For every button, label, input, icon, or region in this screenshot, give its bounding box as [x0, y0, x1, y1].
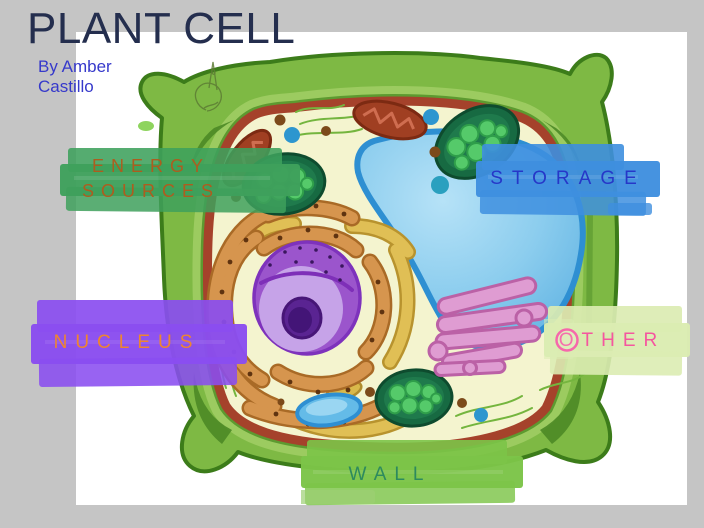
small-vacuole	[295, 392, 363, 428]
label-text: OTHER	[558, 329, 666, 351]
byline-line: Castillo	[38, 77, 94, 96]
label-text: ENERGY SOURCES	[81, 156, 220, 201]
brush-stroke	[544, 306, 690, 376]
label-other[interactable]: OTHER	[544, 303, 690, 378]
mitochondrion	[352, 99, 428, 141]
label-storage[interactable]: STORAGE	[476, 141, 660, 217]
label-wall[interactable]: WALL	[301, 438, 523, 506]
label-energy-sources[interactable]: ENERGY SOURCES	[60, 144, 300, 214]
author-byline: By Amber Castillo	[38, 57, 112, 97]
sketch-doodle	[194, 61, 222, 112]
golgi-apparatus	[427, 276, 549, 378]
wall-nub	[138, 121, 154, 131]
nucleus	[252, 240, 362, 356]
brush-stroke	[301, 440, 523, 506]
brown-vesicles	[231, 114, 467, 408]
chloroplast	[374, 368, 454, 428]
chromatin-dots	[268, 246, 344, 282]
brush-stroke	[60, 148, 300, 214]
label-text: WALL	[348, 464, 432, 485]
label-text: NUCLEUS	[53, 331, 201, 353]
nuclear-envelope-fold	[259, 271, 354, 292]
golgi-vesicle	[462, 360, 478, 376]
brush-stroke	[476, 144, 660, 216]
blue-vesicles	[284, 109, 488, 422]
byline-line: By Amber	[38, 57, 112, 76]
label-nucleus[interactable]: NUCLEUS	[31, 296, 247, 389]
page-title: PLANT CELL	[27, 4, 296, 53]
label-text: STORAGE	[490, 168, 646, 189]
golgi-vesicle	[427, 340, 449, 362]
chloroplast	[433, 104, 521, 180]
brush-stroke	[31, 300, 247, 388]
golgi-vesicle	[514, 308, 534, 328]
